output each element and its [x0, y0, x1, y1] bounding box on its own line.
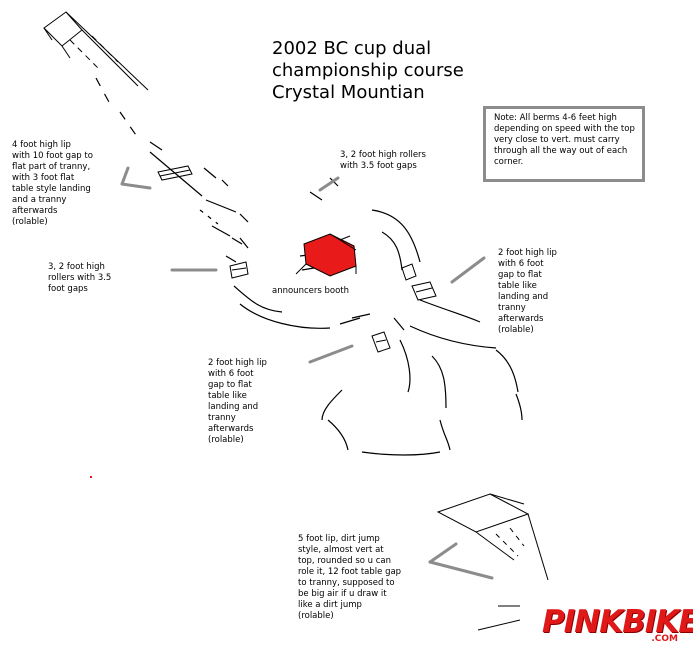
logo-wordmark: PINKBIKE	[542, 604, 693, 640]
label-left-rollers: 3, 2 foot high rollers with 3.5 foot gap…	[48, 262, 112, 294]
title-line-3: Crystal Mountian	[272, 82, 425, 103]
finish-ramp	[436, 493, 549, 631]
booth-label: announcers booth	[272, 286, 350, 296]
berm-note: Note: All berms 4-6 feet high depending …	[483, 106, 645, 182]
label-bottom-lip: 5 foot lip, dirt jump style, almost vert…	[298, 534, 402, 621]
pointer-lines	[120, 166, 494, 580]
announcers-booth	[295, 233, 357, 277]
course-title: 2002 BC cup dual championship course Cry…	[272, 38, 464, 104]
label-right-lip: 2 foot high lip with 6 foot gap to flat …	[498, 248, 557, 335]
course-outline	[95, 77, 523, 456]
label-top-left-lip: 4 foot high lip with 10 foot gap to flat…	[12, 140, 93, 227]
start-ramp	[43, 11, 149, 91]
title-line-2: championship course	[272, 60, 464, 81]
stray-mark	[90, 476, 92, 478]
label-middle-lip: 2 foot high lip with 6 foot gap to flat …	[208, 358, 267, 445]
logo-domain: .COM	[651, 634, 678, 644]
label-top-rollers: 3, 2 foot high rollers with 3.5 foot gap…	[340, 150, 426, 171]
title-line-1: 2002 BC cup dual	[272, 38, 432, 59]
pinkbike-logo: PINKBIKE .COM	[542, 604, 693, 648]
jump-markers	[157, 165, 437, 353]
